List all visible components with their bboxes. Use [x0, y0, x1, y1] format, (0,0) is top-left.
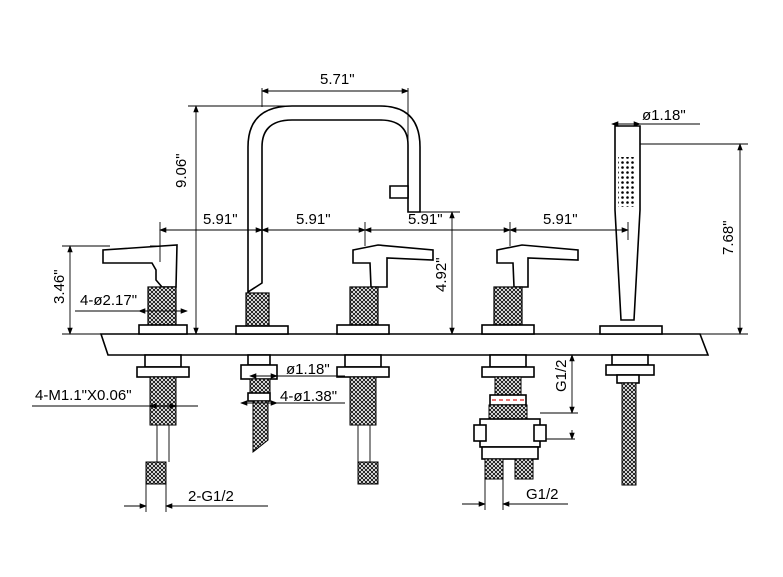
dim-handle-base-dia: 4-ø2.17": [80, 292, 137, 309]
dim-shank-dia-large: 4-ø1.38": [280, 388, 337, 405]
dim-diverter-thread-bottom: G1/2: [526, 486, 559, 503]
dim-shank-dia-small: ø1.18": [286, 361, 330, 378]
dim-diverter-thread-vertical: G1/2: [553, 359, 570, 392]
dim-handshower-height: 7.68": [720, 220, 737, 255]
dim-shank-thread: 4-M1.1"X0.06": [35, 387, 132, 404]
dim-spacing-4: 5.91": [543, 211, 578, 228]
dim-spout-width: 5.71": [320, 71, 355, 88]
dim-spacing-1: 5.91": [203, 211, 238, 228]
deck-plate: [99, 333, 710, 356]
dim-spout-height: 9.06": [173, 153, 190, 188]
dimension-lines: [32, 88, 748, 512]
hand-shower: [599, 125, 663, 486]
dim-spacing-3: 5.91": [408, 211, 443, 228]
spout-shank: [240, 354, 278, 454]
dim-spout-reach: 4.92": [433, 257, 450, 292]
center-handle-valve: [336, 244, 434, 485]
dim-spacing-2: 5.91": [296, 211, 331, 228]
dim-handle-height: 3.46": [51, 269, 68, 304]
left-handle-valve: [102, 244, 190, 485]
dim-inlet-thread: 2-G1/2: [188, 488, 234, 505]
right-handle-diverter: [473, 244, 579, 480]
dim-handshower-dia: ø1.18": [642, 107, 686, 124]
